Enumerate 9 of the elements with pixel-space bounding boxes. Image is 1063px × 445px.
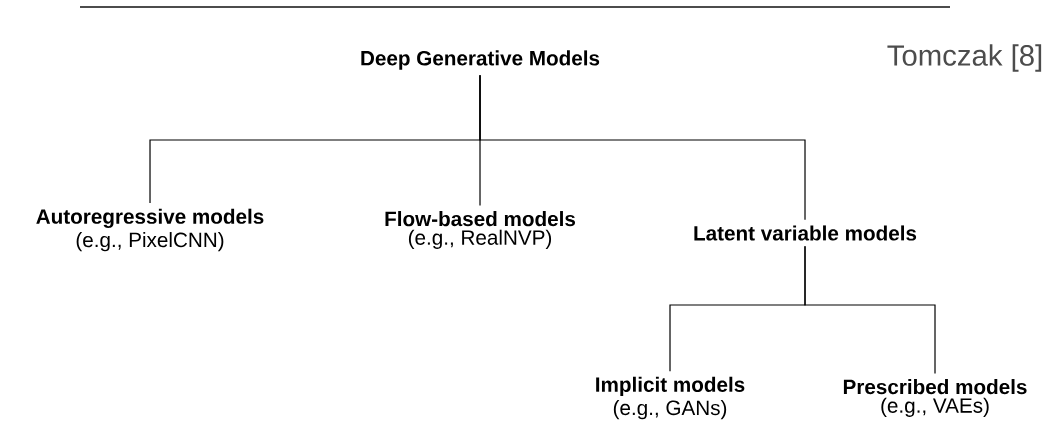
category-label: Autoregressive models (e.g., PixelCNN) <box>36 208 264 252</box>
category-label: Flow-based models (e.g., RealNVP) <box>385 211 576 249</box>
category-label: Implicit models (e.g., GANs) <box>596 376 745 420</box>
tree-connector <box>804 245 936 375</box>
category-label: Prescribed models (e.g., VAEs) <box>843 379 1027 417</box>
category-label: Deep Generative Models <box>361 50 600 70</box>
tree-connector <box>479 74 806 221</box>
category-label: Latent variable models <box>694 225 917 241</box>
citation: Tomczak [8] <box>887 44 1042 72</box>
